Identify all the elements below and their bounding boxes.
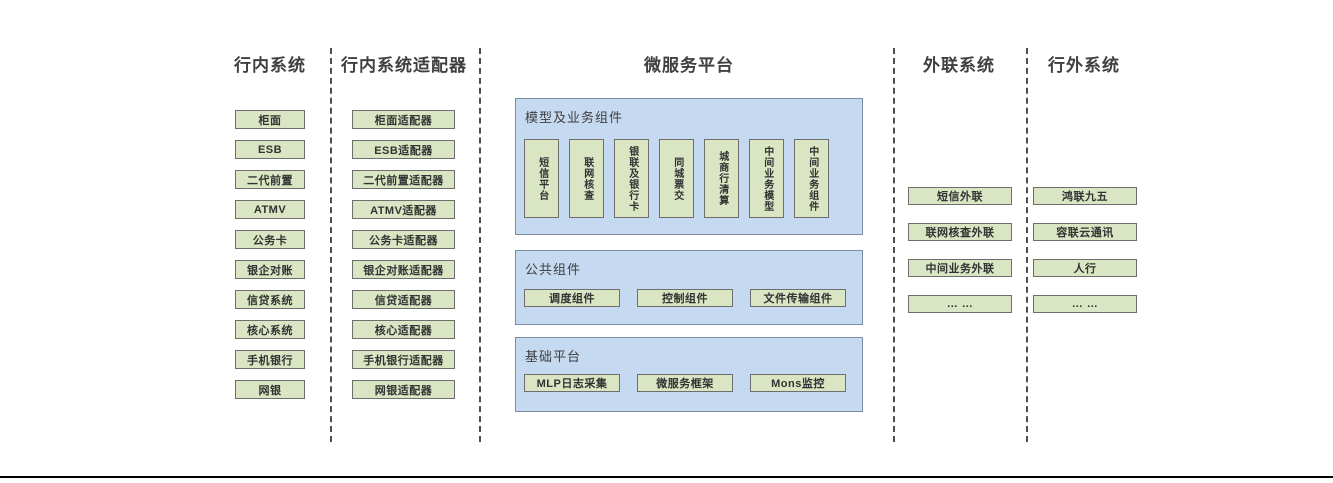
adapter-box: 信贷适配器 [352, 290, 455, 309]
column-header-outreach: 外联系统 [923, 56, 995, 75]
model-component-box: 中间业务组件 [794, 139, 829, 218]
outreach-system-box: 中间业务外联 [908, 259, 1012, 277]
base-platform-components: MLP日志采集微服务框架 Mons监控 [524, 374, 846, 392]
external-system-box: … … [1033, 295, 1137, 313]
external-system-box: 容联云通讯 [1033, 223, 1137, 241]
model-component-box: 中间业务模型 [749, 139, 784, 218]
adapter-box: 手机银行适配器 [352, 350, 455, 369]
model-business-components: 短信平台联网核查银联及银行卡同城票交城商行清算中间业务模型中间业务组件 [524, 139, 829, 218]
outreach-system-box: 短信外联 [908, 187, 1012, 205]
internal-systems-list: 柜面 ESB 二代前置 ATMV 公务卡银企对账信贷系统核心系统手机银行网银 [235, 110, 305, 410]
column-divider-1 [330, 48, 332, 442]
model-business-panel: 模型及业务组件 短信平台联网核查银联及银行卡同城票交城商行清算中间业务模型中间业… [515, 98, 863, 235]
column-divider-4 [1026, 48, 1028, 442]
base-platform-panel-title: 基础平台 [525, 349, 582, 364]
adapter-box: 核心适配器 [352, 320, 455, 339]
common-components-panel-title: 公共组件 [525, 262, 582, 277]
adapter-box: 银企对账适配器 [352, 260, 455, 279]
adapter-box: 公务卡适配器 [352, 230, 455, 249]
outreach-system-box: 联网核查外联 [908, 223, 1012, 241]
adapter-box: 柜面适配器 [352, 110, 455, 129]
internal-system-box: ATMV [235, 200, 305, 219]
common-component-box: 调度组件 [524, 289, 620, 307]
base-platform-panel: 基础平台 MLP日志采集微服务框架 Mons监控 [515, 337, 863, 412]
column-header-internal: 行内系统 [234, 56, 306, 75]
column-divider-3 [893, 48, 895, 442]
column-header-adapter: 行内系统适配器 [341, 56, 467, 75]
internal-system-box: 银企对账 [235, 260, 305, 279]
bottom-baseline [0, 476, 1333, 478]
adapter-list: 柜面适配器 ESB适配器二代前置适配器 ATMV适配器公务卡适配器银企对账适配器信贷… [352, 110, 455, 410]
external-systems-list: 鸿联九五容联云通讯人行 … … [1033, 187, 1137, 331]
model-component-box: 银联及银行卡 [614, 139, 649, 218]
model-business-panel-title: 模型及业务组件 [525, 110, 624, 125]
common-component-box: 文件传输组件 [750, 289, 846, 307]
common-components: 调度组件控制组件文件传输组件 [524, 289, 846, 307]
base-component-box: MLP日志采集 [524, 374, 620, 392]
column-header-external: 行外系统 [1048, 56, 1120, 75]
adapter-box: 网银适配器 [352, 380, 455, 399]
internal-system-box: 柜面 [235, 110, 305, 129]
model-component-box: 短信平台 [524, 139, 559, 218]
model-component-box: 城商行清算 [704, 139, 739, 218]
column-header-platform: 微服务平台 [644, 56, 734, 75]
column-divider-2 [479, 48, 481, 442]
external-system-box: 人行 [1033, 259, 1137, 277]
internal-system-box: 网银 [235, 380, 305, 399]
base-component-box: Mons监控 [750, 374, 846, 392]
common-component-box: 控制组件 [637, 289, 733, 307]
internal-system-box: 核心系统 [235, 320, 305, 339]
adapter-box: 二代前置适配器 [352, 170, 455, 189]
adapter-box: ATMV适配器 [352, 200, 455, 219]
common-components-panel: 公共组件 调度组件控制组件文件传输组件 [515, 250, 863, 325]
internal-system-box: ESB [235, 140, 305, 159]
base-component-box: 微服务框架 [637, 374, 733, 392]
internal-system-box: 公务卡 [235, 230, 305, 249]
model-component-box: 同城票交 [659, 139, 694, 218]
internal-system-box: 二代前置 [235, 170, 305, 189]
external-system-box: 鸿联九五 [1033, 187, 1137, 205]
internal-system-box: 手机银行 [235, 350, 305, 369]
outreach-systems-list: 短信外联联网核查外联中间业务外联 … … [908, 187, 1012, 331]
outreach-system-box: … … [908, 295, 1012, 313]
internal-system-box: 信贷系统 [235, 290, 305, 309]
model-component-box: 联网核查 [569, 139, 604, 218]
adapter-box: ESB适配器 [352, 140, 455, 159]
